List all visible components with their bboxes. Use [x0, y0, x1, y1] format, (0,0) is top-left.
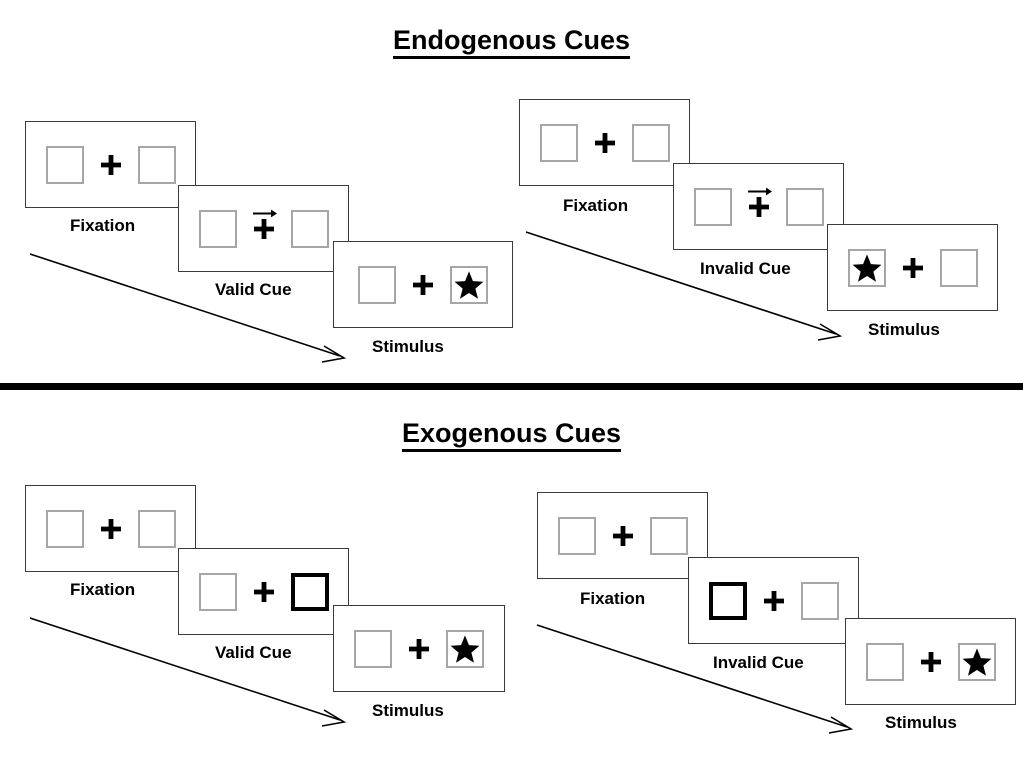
time-arrow-icon — [29, 617, 347, 727]
card-label-endogenous-invalid-stimulus: Stimulus — [868, 320, 940, 339]
plus-icon — [100, 154, 121, 175]
card-endogenous-valid-stimulus — [333, 241, 513, 328]
stim-box-left — [847, 248, 886, 287]
stim-box-right — [939, 248, 978, 287]
time-arrow-icon — [536, 624, 854, 734]
card-endogenous-invalid-fixation — [519, 99, 690, 186]
fixation-cross-wrap — [761, 582, 787, 620]
card-label-endogenous-valid-stimulus: Stimulus — [372, 337, 444, 356]
stim-box-left — [45, 145, 84, 184]
card-label-endogenous-invalid-cue: Invalid Cue — [700, 259, 791, 278]
fixation-cross-wrap — [900, 249, 926, 287]
star-icon — [454, 270, 484, 299]
fixation-cross-wrap — [746, 187, 772, 226]
section-divider — [0, 383, 1023, 390]
section-title-exogenous: Exogenous Cues — [0, 418, 1023, 452]
arrow-right-icon — [252, 209, 277, 217]
card-exogenous-invalid-fixation — [537, 492, 708, 579]
card-endogenous-valid-cue — [178, 185, 349, 272]
card-label-exogenous-invalid-stimulus: Stimulus — [885, 713, 957, 732]
card-endogenous-valid-fixation — [25, 121, 196, 208]
arrow-right-icon — [747, 187, 772, 195]
card-exogenous-invalid-cue — [688, 557, 859, 644]
card-exogenous-valid-stimulus — [333, 605, 505, 692]
plus-icon — [763, 590, 784, 611]
stim-box-right — [137, 509, 176, 548]
fixation-cross-wrap — [406, 630, 432, 668]
stim-box-left-cued — [708, 581, 747, 620]
card-label-endogenous-invalid-fixation: Fixation — [563, 196, 629, 215]
stim-box-right — [290, 209, 329, 248]
plus-icon — [748, 196, 769, 217]
fixation-cross-wrap — [610, 517, 636, 555]
plus-icon — [100, 518, 121, 539]
plus-icon — [253, 218, 274, 239]
time-arrow-icon — [525, 231, 843, 341]
stim-box-right — [785, 187, 824, 226]
plus-icon — [920, 651, 941, 672]
card-label-exogenous-valid-cue: Valid Cue — [215, 643, 292, 662]
stim-box-right — [446, 629, 484, 668]
card-label-exogenous-valid-stimulus: Stimulus — [372, 701, 444, 720]
star-icon — [852, 253, 881, 282]
section-title-endogenous: Endogenous Cues — [0, 25, 1023, 59]
stim-box-right — [137, 145, 176, 184]
stim-box-right — [957, 642, 996, 681]
plus-icon — [594, 132, 615, 153]
stim-box-right-cued — [290, 572, 329, 611]
stim-box-left — [354, 629, 392, 668]
stim-box-left — [198, 209, 237, 248]
plus-icon — [612, 525, 633, 546]
card-endogenous-invalid-cue — [673, 163, 844, 250]
fixation-cross-wrap — [918, 643, 944, 681]
fixation-cross-wrap — [251, 209, 277, 248]
card-exogenous-valid-cue — [178, 548, 349, 635]
section-title-endogenous-text: Endogenous Cues — [392, 25, 630, 59]
fixation-cross-wrap — [98, 146, 124, 184]
stim-box-right — [631, 123, 670, 162]
stim-box-right — [800, 581, 839, 620]
stim-box-right — [450, 265, 488, 304]
fixation-cross-wrap — [592, 124, 618, 162]
star-icon — [450, 634, 480, 663]
card-endogenous-invalid-stimulus — [827, 224, 998, 311]
stim-box-right — [649, 516, 688, 555]
card-label-exogenous-invalid-fixation: Fixation — [580, 589, 646, 608]
card-exogenous-valid-fixation — [25, 485, 196, 572]
fixation-cross-wrap — [410, 266, 436, 304]
card-label-endogenous-valid-cue: Valid Cue — [215, 280, 292, 299]
stim-box-left — [557, 516, 596, 555]
plus-icon — [409, 638, 429, 659]
section-title-exogenous-text: Exogenous Cues — [401, 418, 622, 452]
star-icon — [962, 647, 991, 676]
card-label-endogenous-valid-fixation: Fixation — [70, 216, 136, 235]
card-label-exogenous-valid-fixation: Fixation — [70, 580, 136, 599]
fixation-cross-wrap — [98, 510, 124, 548]
fixation-cross-wrap — [251, 573, 277, 611]
card-label-exogenous-invalid-cue: Invalid Cue — [713, 653, 804, 672]
stim-box-left — [539, 123, 578, 162]
plus-icon — [413, 274, 433, 295]
plus-icon — [253, 581, 274, 602]
time-arrow-icon — [29, 253, 347, 363]
stim-box-left — [358, 265, 396, 304]
stim-box-left — [45, 509, 84, 548]
card-exogenous-invalid-stimulus — [845, 618, 1016, 705]
stim-box-left — [693, 187, 732, 226]
stim-box-left — [198, 572, 237, 611]
plus-icon — [902, 257, 923, 278]
stim-box-left — [865, 642, 904, 681]
